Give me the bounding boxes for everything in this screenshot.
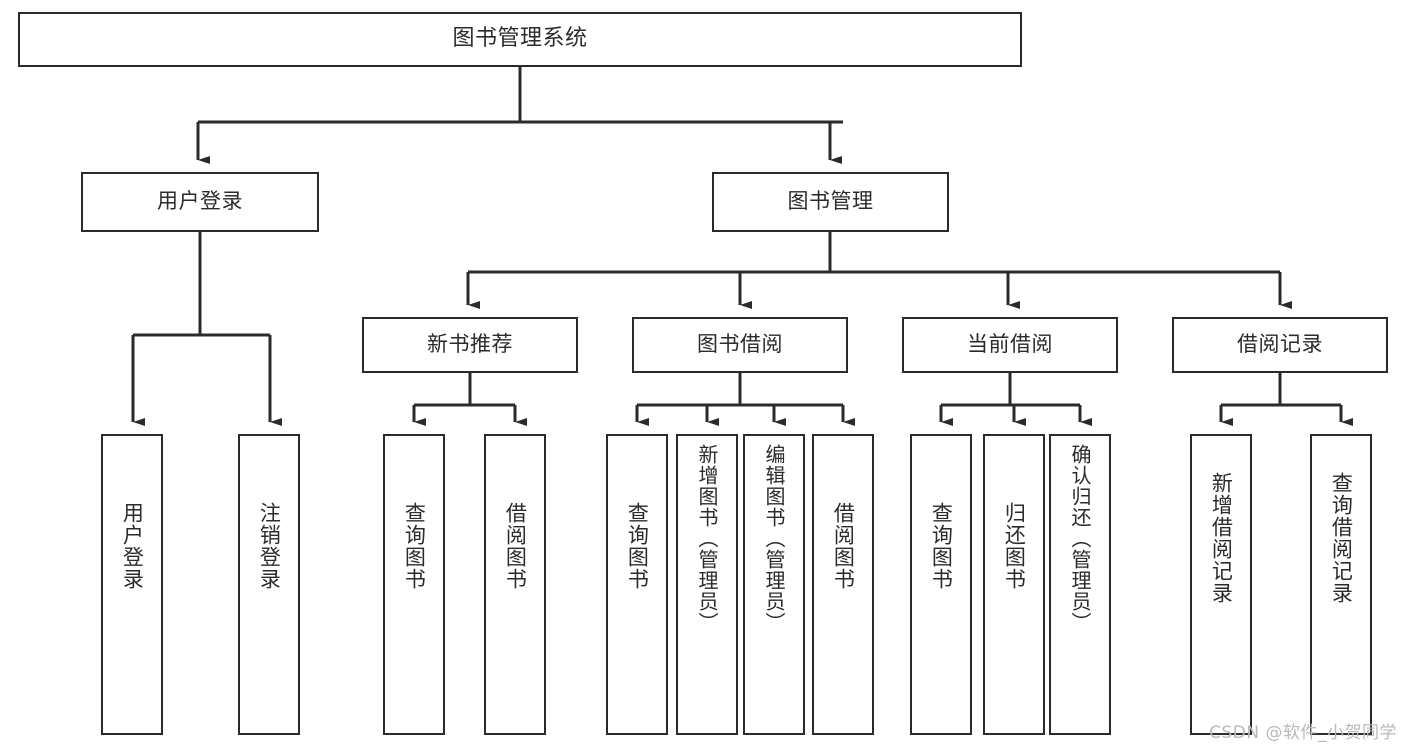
leaf-confirm-return-admin-label: 确认归还（管理员）	[1068, 444, 1092, 633]
leaf-query-books-borrow-label: 查询图书	[625, 502, 650, 590]
leaf-return-books[interactable]: 归还图书	[983, 434, 1045, 735]
leaf-query-books-new[interactable]: 查询图书	[383, 434, 445, 735]
leaf-user-login[interactable]: 用户登录	[101, 434, 163, 735]
node-current-borrowing-label: 当前借阅	[967, 332, 1053, 357]
node-user-login[interactable]: 用户登录	[81, 172, 319, 232]
leaf-logout[interactable]: 注销登录	[238, 434, 300, 735]
leaf-borrow-books-new[interactable]: 借阅图书	[484, 434, 546, 735]
leaf-add-borrow-record-label: 新增借阅记录	[1209, 472, 1234, 604]
leaf-query-books-current[interactable]: 查询图书	[910, 434, 972, 735]
leaf-borrow-books-borrow-label: 借阅图书	[831, 502, 856, 590]
node-root[interactable]: 图书管理系统	[18, 12, 1022, 67]
leaf-edit-book-admin-label: 编辑图书（管理员）	[762, 444, 786, 633]
leaf-query-books-new-label: 查询图书	[402, 502, 427, 590]
leaf-edit-book-admin[interactable]: 编辑图书（管理员）	[743, 434, 805, 735]
node-book-management[interactable]: 图书管理	[712, 172, 949, 232]
leaf-logout-label: 注销登录	[257, 502, 282, 590]
leaf-user-login-label: 用户登录	[120, 502, 145, 590]
leaf-add-borrow-record[interactable]: 新增借阅记录	[1190, 434, 1252, 735]
node-root-label: 图书管理系统	[452, 26, 588, 52]
leaf-add-book-admin[interactable]: 新增图书（管理员）	[676, 434, 738, 735]
node-book-management-label: 图书管理	[787, 189, 874, 214]
node-borrow-records[interactable]: 借阅记录	[1172, 317, 1388, 373]
node-new-book-recommendation[interactable]: 新书推荐	[362, 317, 578, 373]
leaf-borrow-books-borrow[interactable]: 借阅图书	[812, 434, 874, 735]
leaf-borrow-books-new-label: 借阅图书	[503, 502, 528, 590]
leaf-return-books-label: 归还图书	[1002, 502, 1027, 590]
node-new-book-recommendation-label: 新书推荐	[427, 332, 513, 357]
node-current-borrowing[interactable]: 当前借阅	[902, 317, 1118, 373]
leaf-query-books-borrow[interactable]: 查询图书	[606, 434, 668, 735]
leaf-query-borrow-record-label: 查询借阅记录	[1329, 472, 1354, 604]
leaf-confirm-return-admin[interactable]: 确认归还（管理员）	[1049, 434, 1111, 735]
leaf-add-book-admin-label: 新增图书（管理员）	[695, 444, 719, 633]
csdn-watermark: CSDN @软件_小贺同学	[1209, 723, 1397, 743]
node-book-borrowing[interactable]: 图书借阅	[632, 317, 848, 373]
node-user-login-label: 用户登录	[157, 189, 243, 214]
leaf-query-books-current-label: 查询图书	[929, 502, 954, 590]
node-book-borrowing-label: 图书借阅	[697, 332, 783, 357]
node-borrow-records-label: 借阅记录	[1237, 332, 1323, 357]
leaf-query-borrow-record[interactable]: 查询借阅记录	[1310, 434, 1372, 735]
